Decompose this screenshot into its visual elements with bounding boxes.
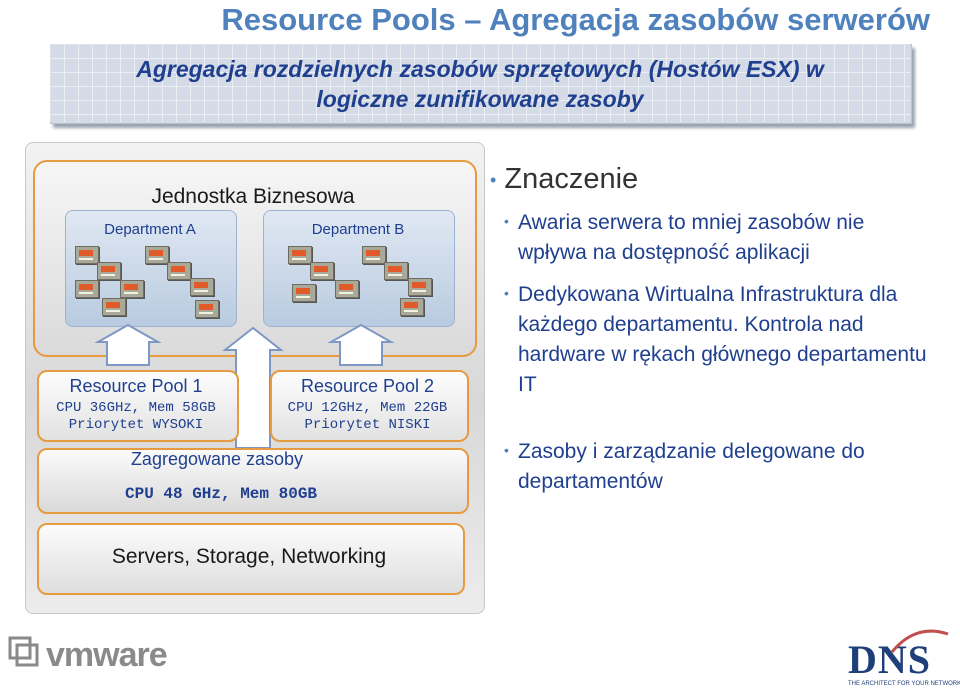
dns-logo-text: DNS <box>848 637 932 682</box>
vm-icon <box>75 280 99 298</box>
aggregated-resources-capacity: CPU 48 GHz, Mem 80GB <box>124 485 318 503</box>
vm-icon <box>288 246 312 264</box>
vm-icon <box>97 262 121 280</box>
subtitle-line-2: logiczne zunifikowane zasoby <box>316 86 644 112</box>
meaning-heading: • Znaczenie <box>490 163 638 196</box>
meaning-point-2: • Dedykowana Wirtualna Infrastruktura dla… <box>504 280 938 400</box>
bullet-icon: • <box>504 213 509 229</box>
vm-icon <box>384 262 408 280</box>
meaning-point-3: • Zasoby i zarządzanie delegowane do depa… <box>504 437 938 497</box>
department-a-title: Department A <box>104 221 196 238</box>
resource-pool-2-box <box>270 370 469 442</box>
resource-pool-2-title: Resource Pool 2 <box>300 376 435 396</box>
bullet-icon: • <box>504 442 509 458</box>
vm-icon <box>145 246 169 264</box>
bullet-icon: • <box>490 169 497 190</box>
meaning-heading-text: Znaczenie <box>504 163 639 195</box>
servers-label: Servers, Storage, Networking <box>111 545 387 568</box>
resource-pool-2: Resource Pool 2 CPU 12GHz, Mem 22GB Prio… <box>270 376 465 434</box>
subtitle-panel-grid <box>50 44 910 122</box>
subtitle-line-1: Agregacja rozdzielnych zasobów sprzętowy… <box>136 56 824 82</box>
resource-pool-2-priority: Priorytet NISKI <box>304 417 431 433</box>
meaning-point-1-text: Awaria serwera to mniej zasobów nie wpły… <box>518 211 865 264</box>
resource-pool-1-priority: Priorytet WYSOKI <box>68 417 204 433</box>
resource-pool-1: Resource Pool 1 CPU 36GHz, Mem 58GB Prio… <box>37 376 235 434</box>
vm-icon <box>408 278 432 296</box>
vmware-logo-icon <box>8 636 39 667</box>
vm-icon <box>362 246 386 264</box>
vm-icon <box>75 246 99 264</box>
vmware-logo-text: vmware <box>46 636 168 674</box>
vm-icon <box>292 284 316 302</box>
arrow-pool1-to-dept-a <box>94 323 162 366</box>
vm-icon <box>190 278 214 296</box>
arrow-pool2-to-dept-b <box>327 323 395 366</box>
vm-icon <box>400 298 424 316</box>
aggregated-resources-title: Zagregowane zasoby <box>130 449 304 469</box>
resource-pool-1-box <box>37 370 239 442</box>
vm-icon <box>195 300 219 318</box>
dns-swoosh-icon <box>890 629 949 653</box>
page-title: Resource Pools – Agregacja zasobów serwe… <box>221 2 930 37</box>
meaning-point-3-text: Zasoby i zarządzanie delegowane do depar… <box>518 440 865 493</box>
aggregated-resources-box <box>37 448 469 514</box>
subtitle: Agregacja rozdzielnych zasobów sprzętowy… <box>50 54 910 114</box>
resource-pool-2-capacity: CPU 12GHz, Mem 22GB <box>287 400 448 416</box>
dns-tagline: THE ARCHITECT FOR YOUR NETWORK <box>848 681 960 687</box>
vm-icon <box>102 298 126 316</box>
vm-icon <box>167 262 191 280</box>
resource-pool-1-title: Resource Pool 1 <box>69 376 203 396</box>
meaning-point-2-text: Dedykowana Wirtualna Infrastruktura dla … <box>518 283 927 396</box>
resource-pool-1-capacity: CPU 36GHz, Mem 58GB <box>56 400 216 416</box>
vm-icon <box>120 280 144 298</box>
arrows-layer <box>94 323 395 449</box>
servers-box <box>37 523 465 595</box>
vm-icon <box>335 280 359 298</box>
meaning-point-1: • Awaria serwera to mniej zasobów nie wpł… <box>504 208 938 268</box>
bullet-icon: • <box>504 285 509 301</box>
business-unit-title: Jednostka Biznesowa <box>151 185 355 208</box>
vm-icon <box>310 262 334 280</box>
department-b-title: Department B <box>311 221 405 238</box>
